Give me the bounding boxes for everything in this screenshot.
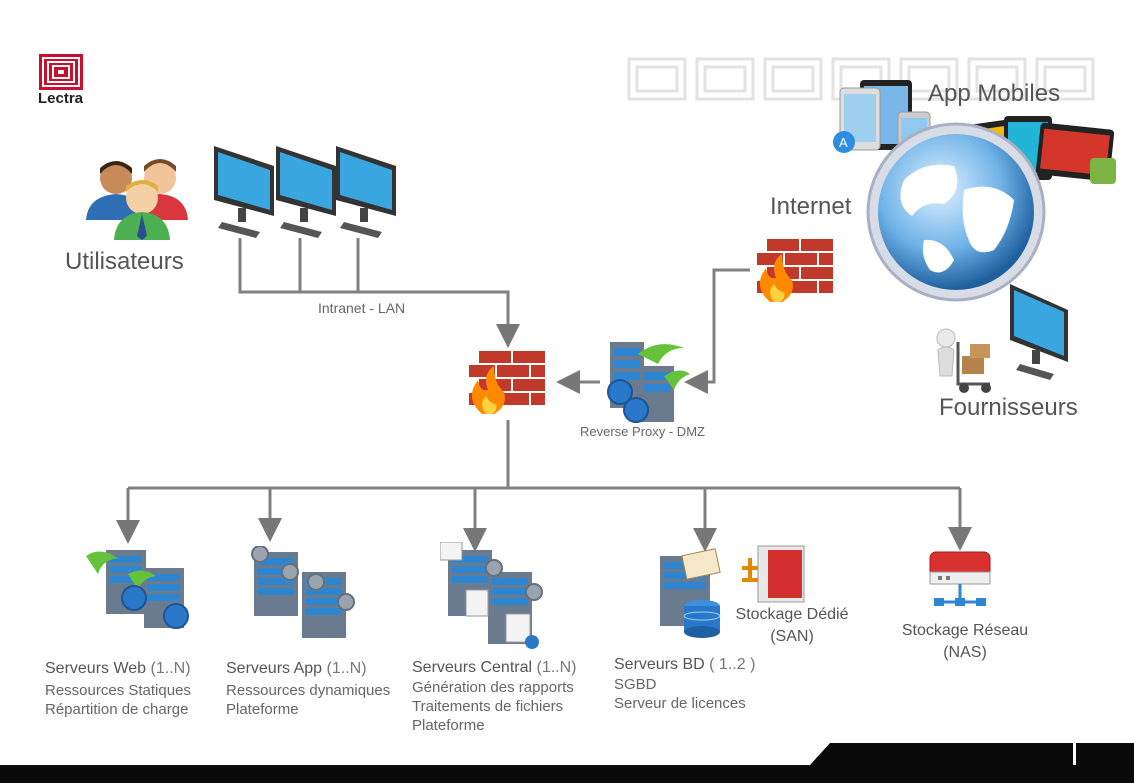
db-servers-count: ( 1..2 ) xyxy=(709,656,756,673)
san-label-line-2: (SAN) xyxy=(770,628,814,645)
web-servers-label: Serveurs Web (1..N) Ressources Statiques… xyxy=(45,660,191,719)
san-storage-label: Stockage Dédié (SAN) xyxy=(724,604,860,648)
san-label-line-1: Stockage Dédié xyxy=(735,606,849,623)
lectra-logo-text: Lectra xyxy=(38,90,84,107)
internet-label: Internet xyxy=(770,193,852,220)
central-servers-icon xyxy=(440,542,543,649)
footer-bar xyxy=(0,743,1134,783)
db-servers-icon xyxy=(660,548,721,638)
nas-label-line-2: (NAS) xyxy=(943,644,987,661)
reverse-proxy-server-icon xyxy=(607,342,690,423)
web-servers-title: Serveurs Web xyxy=(45,660,147,677)
nas-label-line-1: Stockage Réseau xyxy=(901,622,1029,639)
nas-storage-icon xyxy=(929,551,991,606)
app-servers-count: (1..N) xyxy=(326,660,367,677)
central-servers-title: Serveurs Central xyxy=(412,659,533,676)
db-servers-title: Serveurs BD xyxy=(614,656,705,673)
monitors-icon xyxy=(214,146,396,238)
lectra-logo-mark xyxy=(39,54,83,90)
web-servers-desc-1: Ressources Statiques xyxy=(45,682,191,699)
app-mobiles-label: App Mobiles xyxy=(928,80,1061,107)
app-servers-desc-1: Ressources dynamiques xyxy=(226,682,391,699)
internet-firewall-icon xyxy=(755,237,835,302)
fournisseurs-label: Fournisseurs xyxy=(939,394,1078,421)
central-servers-desc-2: Traitements de fichiers xyxy=(412,698,564,715)
globe-icon xyxy=(866,122,1046,302)
lectra-logo: Lectra xyxy=(36,52,86,112)
san-storage-icon xyxy=(742,545,805,603)
utilisateurs-label: Utilisateurs xyxy=(65,248,184,275)
central-servers-count: (1..N) xyxy=(536,659,577,676)
web-servers-count: (1..N) xyxy=(150,660,191,677)
watermark-pattern xyxy=(627,57,1095,101)
central-servers-label: Serveurs Central (1..N) Génération des r… xyxy=(412,659,577,735)
app-servers-title: Serveurs App xyxy=(226,660,323,677)
reverse-proxy-label: Reverse Proxy - DMZ xyxy=(580,424,705,439)
intranet-label: Intranet - LAN xyxy=(318,300,406,316)
web-servers-desc-2: Répartition de charge xyxy=(45,701,189,718)
users-icon xyxy=(86,159,188,240)
internal-firewall-icon xyxy=(467,349,547,414)
nas-storage-label: Stockage Réseau (NAS) xyxy=(888,620,1042,664)
app-servers-label: Serveurs App (1..N) Ressources dynamique… xyxy=(226,660,390,719)
supplier-icon xyxy=(936,284,1068,393)
app-servers-icon xyxy=(251,546,355,638)
web-servers-icon xyxy=(86,550,189,629)
db-servers-label: Serveurs BD ( 1..2 ) SGBD Serveur de lic… xyxy=(614,656,755,713)
central-servers-desc-1: Génération des rapports xyxy=(412,679,574,696)
db-servers-desc-1: SGBD xyxy=(614,676,657,693)
central-servers-desc-3: Plateforme xyxy=(412,717,485,734)
db-servers-desc-2: Serveur de licences xyxy=(614,695,746,712)
svg-text:A: A xyxy=(839,135,848,150)
app-servers-desc-2: Plateforme xyxy=(226,701,299,718)
